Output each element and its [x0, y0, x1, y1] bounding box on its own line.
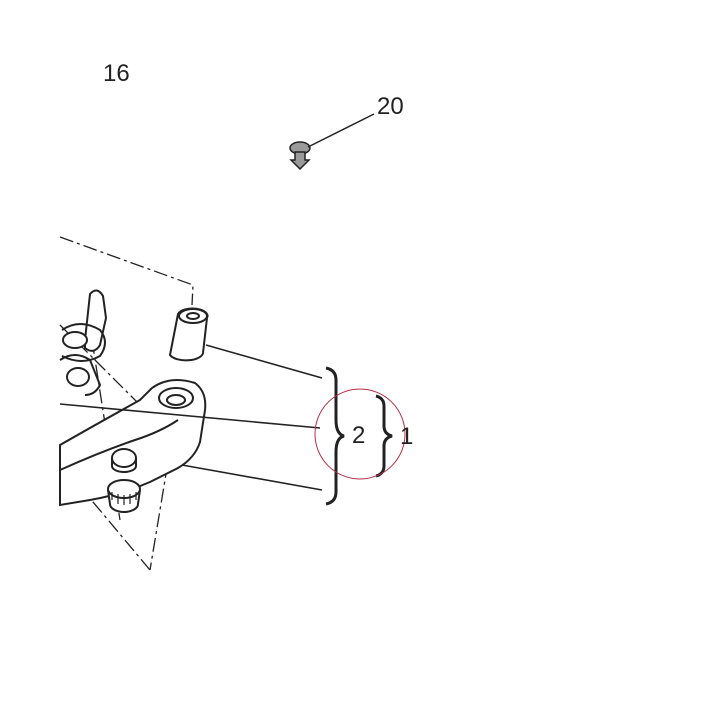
callout-2: 2 — [352, 422, 366, 449]
knurled-knob — [107, 479, 141, 513]
cap — [111, 448, 137, 473]
bushing — [168, 307, 209, 362]
callout-1: 1 — [400, 423, 414, 450]
highlight-circle — [314, 388, 406, 480]
leader-lines-group — [59, 344, 323, 491]
brace-large — [325, 366, 345, 506]
callout-20: 20 — [377, 93, 404, 120]
brace-small — [375, 394, 393, 478]
push-clip-fastener — [289, 141, 311, 171]
lever-arm — [59, 354, 207, 507]
fork-tab — [61, 289, 108, 387]
leader-line-20 — [307, 113, 375, 148]
callout-16: 16 — [103, 60, 130, 87]
